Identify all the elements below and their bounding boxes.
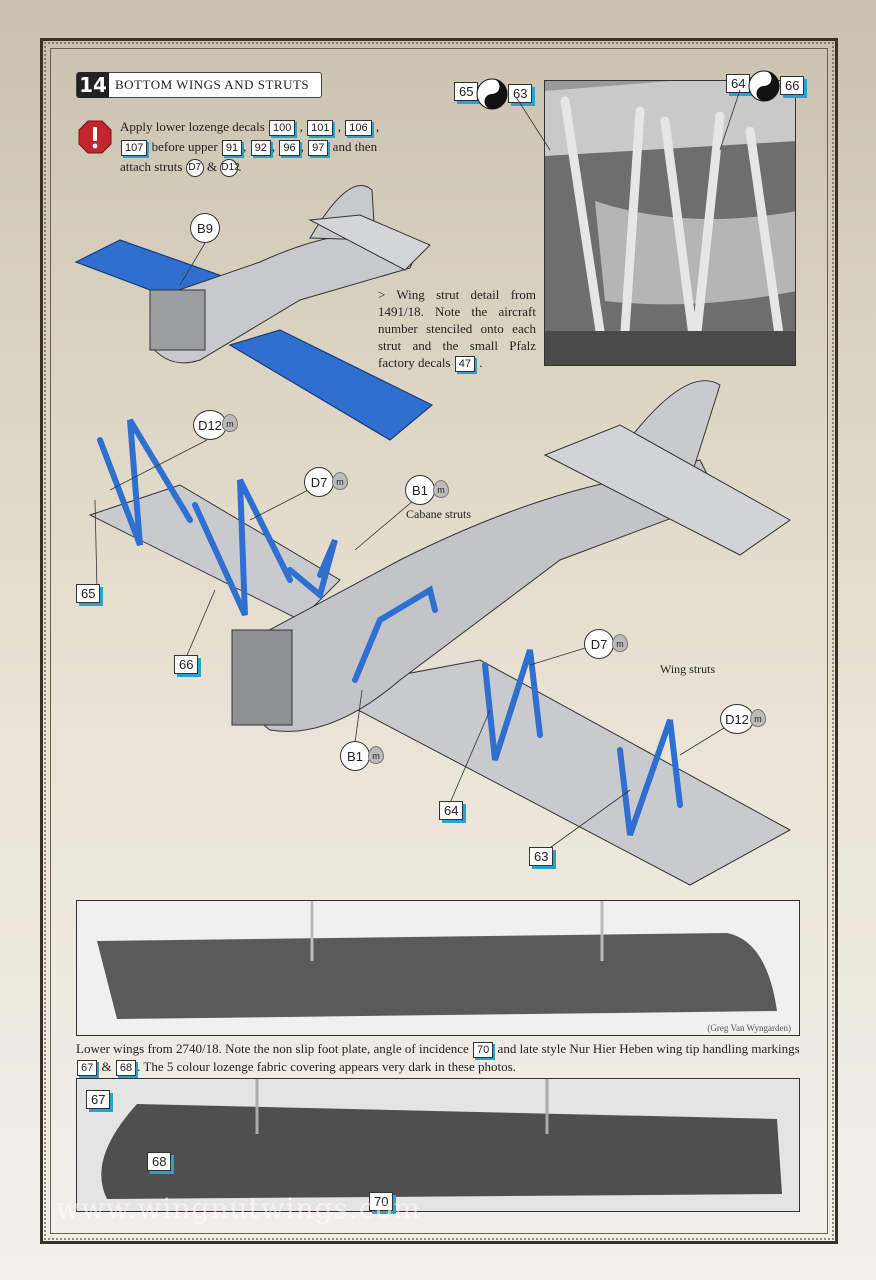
instruction-and-then: and then: [332, 139, 378, 154]
step-number: 14: [77, 72, 109, 98]
metal-drop-icon-5: m: [612, 634, 628, 652]
wing-strut-caption-end: .: [479, 355, 483, 370]
website-watermark: www.wingnutwings.com: [56, 1192, 421, 1225]
decal-91: 91: [221, 140, 243, 156]
lower-caption-part3: . The 5 colour lozenge fabric covering a…: [137, 1059, 516, 1074]
decal-96: 96: [279, 140, 300, 156]
photo-credit: (Greg Van Wyngarden): [707, 1023, 791, 1033]
part-d12-right: D12: [720, 704, 754, 734]
photo-tag-64: 64: [726, 74, 751, 93]
instruction-line1: Apply lower lozenge decals: [120, 119, 265, 134]
instruction-text: Apply lower lozenge decals 100 , 101 , 1…: [120, 117, 410, 178]
decal-107: 107: [121, 140, 148, 156]
photo-tag-66: 66: [780, 76, 805, 95]
decal-tag-66: 66: [174, 655, 199, 674]
decal-68: 68: [115, 1060, 137, 1076]
page-frame-outer: [40, 38, 838, 1244]
yin-yang-icon-right: [748, 70, 780, 102]
metal-drop-icon: m: [222, 414, 238, 432]
cabane-struts-label: Cabane struts: [406, 507, 471, 521]
lower-wing-photo-2-art: [77, 1079, 799, 1211]
strut-detail-photo-art: [545, 81, 795, 365]
lower-caption-part1: Lower wings from 2740/18. Note the non s…: [76, 1041, 469, 1056]
part-b9: B9: [190, 213, 220, 243]
instruction-before-upper: before upper: [151, 139, 218, 154]
decal-100: 100: [269, 120, 296, 136]
part-b1-bottom: B1: [340, 741, 370, 771]
page-frame-decoration: [44, 42, 834, 1240]
photo-tag-65: 65: [454, 82, 479, 101]
page-frame-inner: [50, 48, 828, 1234]
instruction-amp: &: [206, 159, 218, 174]
step-header: 14 BOTTOM WINGS AND STRUTS: [76, 72, 322, 98]
step-title: BOTTOM WINGS AND STRUTS: [115, 77, 310, 92]
lower-wing-caption: Lower wings from 2740/18. Note the non s…: [76, 1040, 802, 1076]
decal-101: 101: [307, 120, 334, 136]
lower-caption-part2: and late style Nur Hier Heben wing tip h…: [497, 1041, 800, 1056]
lower-wing-photo-1: (Greg Van Wyngarden): [76, 900, 800, 1036]
decal-67: 67: [77, 1060, 98, 1076]
photo-tag-68: 68: [147, 1152, 172, 1171]
lower-caption-amp: &: [101, 1059, 112, 1074]
wing-strut-caption: > Wing strut detail from 1491/18. Note t…: [378, 286, 536, 372]
strut-detail-photo: [544, 80, 796, 366]
metal-drop-icon-6: m: [750, 709, 766, 727]
stop-warning-icon: [78, 120, 112, 154]
photo-tag-70: 70: [369, 1192, 394, 1211]
wing-struts-label: Wing struts: [660, 662, 716, 676]
decal-47: 47: [454, 356, 476, 372]
photo-tag-67: 67: [86, 1090, 111, 1109]
part-b1-top: B1: [405, 475, 435, 505]
decal-tag-64: 64: [439, 801, 464, 820]
decal-tag-65: 65: [76, 584, 101, 603]
part-d12-top: D12: [193, 410, 227, 440]
instruction-attach: attach struts: [120, 159, 183, 174]
part-d12-ref: D12: [220, 159, 240, 178]
decal-92: 92: [250, 140, 271, 156]
metal-drop-icon-2: m: [332, 472, 348, 490]
metal-drop-icon-4: m: [368, 746, 384, 764]
decal-97: 97: [308, 140, 329, 156]
photo-tag-63: 63: [508, 84, 533, 103]
lower-wing-photo-2: [76, 1078, 800, 1212]
yin-yang-icon: [476, 78, 508, 110]
decal-106: 106: [345, 120, 372, 136]
metal-drop-icon-3: m: [433, 480, 449, 498]
lower-wing-photo-1-art: [77, 901, 799, 1035]
part-d7-right: D7: [584, 629, 614, 659]
part-d7-top: D7: [304, 467, 334, 497]
decal-70: 70: [473, 1042, 494, 1058]
part-d7-ref: D7: [185, 159, 204, 178]
decal-tag-63: 63: [529, 847, 554, 866]
